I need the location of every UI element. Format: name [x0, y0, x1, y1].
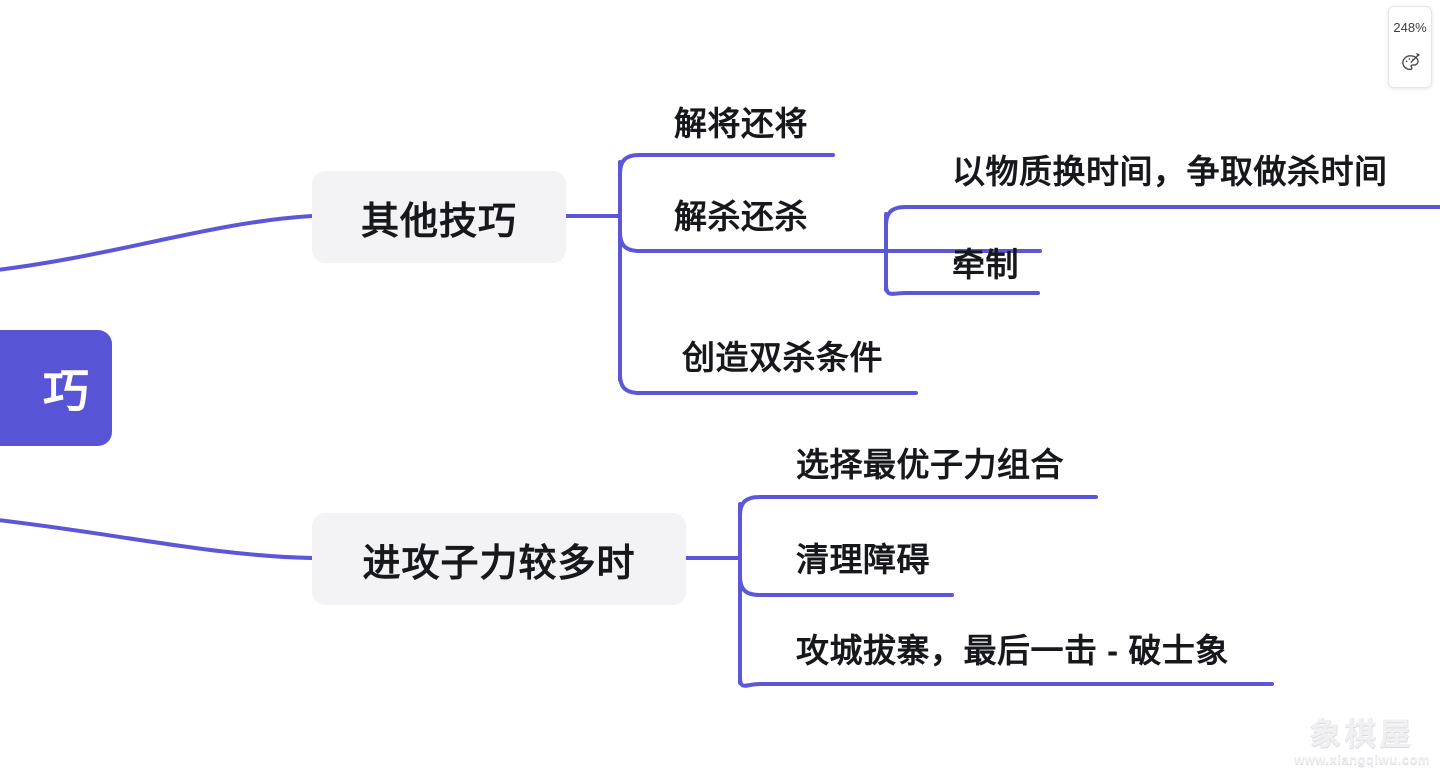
mindmap-leaf-label: 创造双杀条件 — [682, 339, 883, 376]
mindmap-subleaf-label: 以物质换时间，争取做杀时间 — [952, 153, 1388, 190]
mindmap-subleaf-trade-material-for-time[interactable]: 以物质换时间，争取做杀时间 — [952, 147, 1388, 191]
mindmap-branch-many-attacking-pieces[interactable]: 进攻子力较多时 — [312, 513, 686, 605]
palette-icon[interactable] — [1399, 52, 1421, 74]
mindmap-leaf-label: 解杀还杀 — [674, 198, 808, 235]
mindmap-leaf-choose-optimal-piece-combo[interactable]: 选择最优子力组合 — [796, 440, 1064, 484]
watermark: 象棋屋 www.xiangqiwu.com — [1294, 719, 1430, 767]
zoom-level-label[interactable]: 248% — [1393, 19, 1427, 35]
mindmap-branch-label: 进攻子力较多时 — [362, 542, 636, 585]
mindmap-branch-label: 其他技巧 — [360, 200, 517, 243]
mindmap-leaf-storm-the-fortress[interactable]: 攻城拔寨，最后一击 - 破士象 — [796, 626, 1229, 670]
mindmap-leaf-create-double-mate-conditions[interactable]: 创造双杀条件 — [682, 333, 883, 377]
mindmap-leaf-jiejiang-huanjiang[interactable]: 解将还将 — [674, 99, 808, 143]
mindmap-leaf-jiesha-huansha[interactable]: 解杀还杀 — [674, 192, 808, 236]
mindmap-root-node[interactable]: 巧 — [0, 330, 112, 446]
mindmap-leaf-label: 选择最优子力组合 — [796, 446, 1064, 483]
mindmap-subleaf-pin[interactable]: 牵制 — [952, 240, 1019, 284]
mindmap-leaf-label: 攻城拔寨，最后一击 - 破士象 — [796, 632, 1229, 669]
watermark-url: www.xiangqiwu.com — [1294, 752, 1430, 767]
zoom-control-panel[interactable]: 248% — [1388, 6, 1432, 88]
mindmap-leaf-label: 解将还将 — [674, 105, 808, 142]
mindmap-leaf-clear-obstacles[interactable]: 清理障碍 — [796, 535, 930, 579]
mindmap-subleaf-label: 牵制 — [952, 246, 1019, 283]
mindmap-root-label: 巧 — [43, 365, 90, 417]
watermark-title: 象棋屋 — [1309, 717, 1415, 753]
mindmap-branch-other-techniques[interactable]: 其他技巧 — [312, 171, 566, 263]
mindmap-leaf-label: 清理障碍 — [796, 541, 930, 578]
